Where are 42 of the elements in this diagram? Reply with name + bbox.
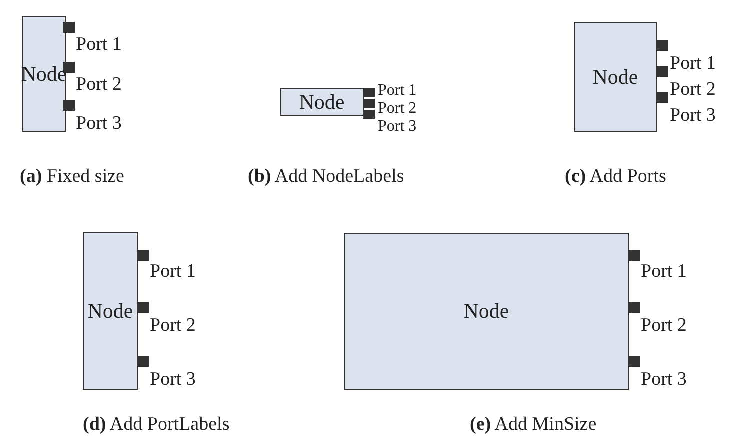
port-label: Port 3: [641, 370, 687, 390]
port-square: [628, 250, 640, 261]
port-label: Port 2: [378, 100, 417, 117]
port-label: Port 3: [378, 118, 417, 135]
port-label: Port 1: [150, 262, 196, 282]
port-square: [137, 356, 149, 367]
port-square: [656, 40, 668, 51]
subfigure-caption: (c) Add Ports: [565, 166, 666, 188]
port-label: Port 1: [76, 35, 122, 55]
subfigure-caption: (e) Add MinSize: [470, 414, 597, 436]
port-label: Port 3: [150, 370, 196, 390]
subfigure-caption: (d) Add PortLabels: [83, 414, 230, 436]
port-label: Port 2: [76, 75, 122, 95]
node-label: Node: [299, 90, 345, 114]
port-label: Port 2: [150, 316, 196, 336]
port-label: Port 3: [670, 106, 716, 126]
port-label: Port 3: [76, 114, 122, 134]
port-label: Port 2: [641, 316, 687, 336]
node-box: [280, 88, 364, 116]
port-label: Port 1: [641, 262, 687, 282]
port-square: [137, 250, 149, 261]
port-square: [137, 302, 149, 313]
node-box: [344, 233, 629, 390]
port-square: [363, 99, 375, 108]
port-square: [628, 356, 640, 367]
node-label: Node: [464, 299, 510, 324]
port-square: [628, 302, 640, 313]
port-square: [63, 100, 75, 111]
node-label: Node: [592, 64, 638, 90]
port-square: [363, 88, 375, 97]
port-square: [63, 22, 75, 33]
port-label: Port 1: [378, 82, 417, 99]
port-label: Port 2: [670, 80, 716, 100]
port-square: [656, 66, 668, 77]
port-square: [656, 92, 668, 103]
node-box: [574, 22, 657, 132]
node-box: [83, 232, 138, 390]
subfigure-caption: (a) Fixed size: [20, 166, 124, 188]
port-label: Port 1: [670, 54, 716, 74]
subfigure-caption: (b) Add NodeLabels: [248, 166, 404, 188]
port-square: [363, 110, 375, 119]
node-label: Node: [88, 298, 134, 324]
